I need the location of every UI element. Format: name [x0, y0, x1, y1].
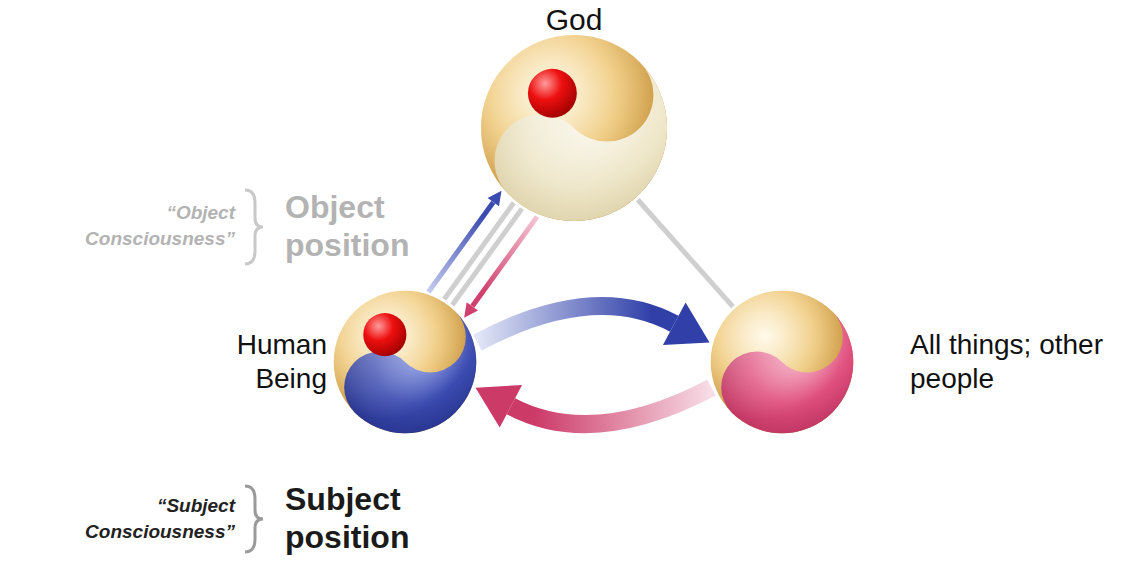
sphere-node: God: [480, 34, 668, 222]
consciousness-note: “Object Consciousness”: [65, 200, 235, 252]
sphere-art: [480, 34, 668, 222]
connector-path: [444, 203, 514, 299]
node-label: Human Being: [217, 328, 327, 396]
connector-path: [638, 200, 733, 307]
sphere-node: Human Being: [333, 290, 477, 434]
sphere-base: [481, 35, 667, 221]
red-core: [363, 313, 406, 356]
connector-path: [511, 388, 712, 424]
position-label: Object position: [285, 188, 445, 264]
consciousness-note: “Subject Consciousness”: [65, 493, 235, 545]
yin-yang-half: [333, 290, 477, 434]
yin-yang-half: [710, 290, 854, 434]
connector-path: [452, 209, 522, 305]
sphere-highlight: [711, 291, 854, 434]
connector-path: [477, 306, 674, 343]
sphere-highlight: [481, 35, 667, 221]
sphere-art: [710, 290, 854, 434]
position-label: Subject position: [285, 480, 445, 556]
link-line: [638, 200, 733, 307]
object-bracket: [245, 190, 263, 264]
subject-bracket: [245, 486, 263, 552]
sphere-base: [334, 291, 477, 434]
node-label: All things; other people: [910, 328, 1140, 396]
sphere-highlight: [334, 291, 477, 434]
exchange-arrow: [511, 388, 712, 424]
yin-yang-half: [480, 34, 668, 222]
link-line: [444, 203, 522, 305]
sphere-art: [333, 290, 477, 434]
sphere-node: All things; other people: [710, 290, 854, 434]
node-label: God: [474, 2, 674, 38]
red-core: [528, 69, 577, 118]
sphere-base: [711, 291, 854, 434]
exchange-arrow: [477, 306, 674, 343]
